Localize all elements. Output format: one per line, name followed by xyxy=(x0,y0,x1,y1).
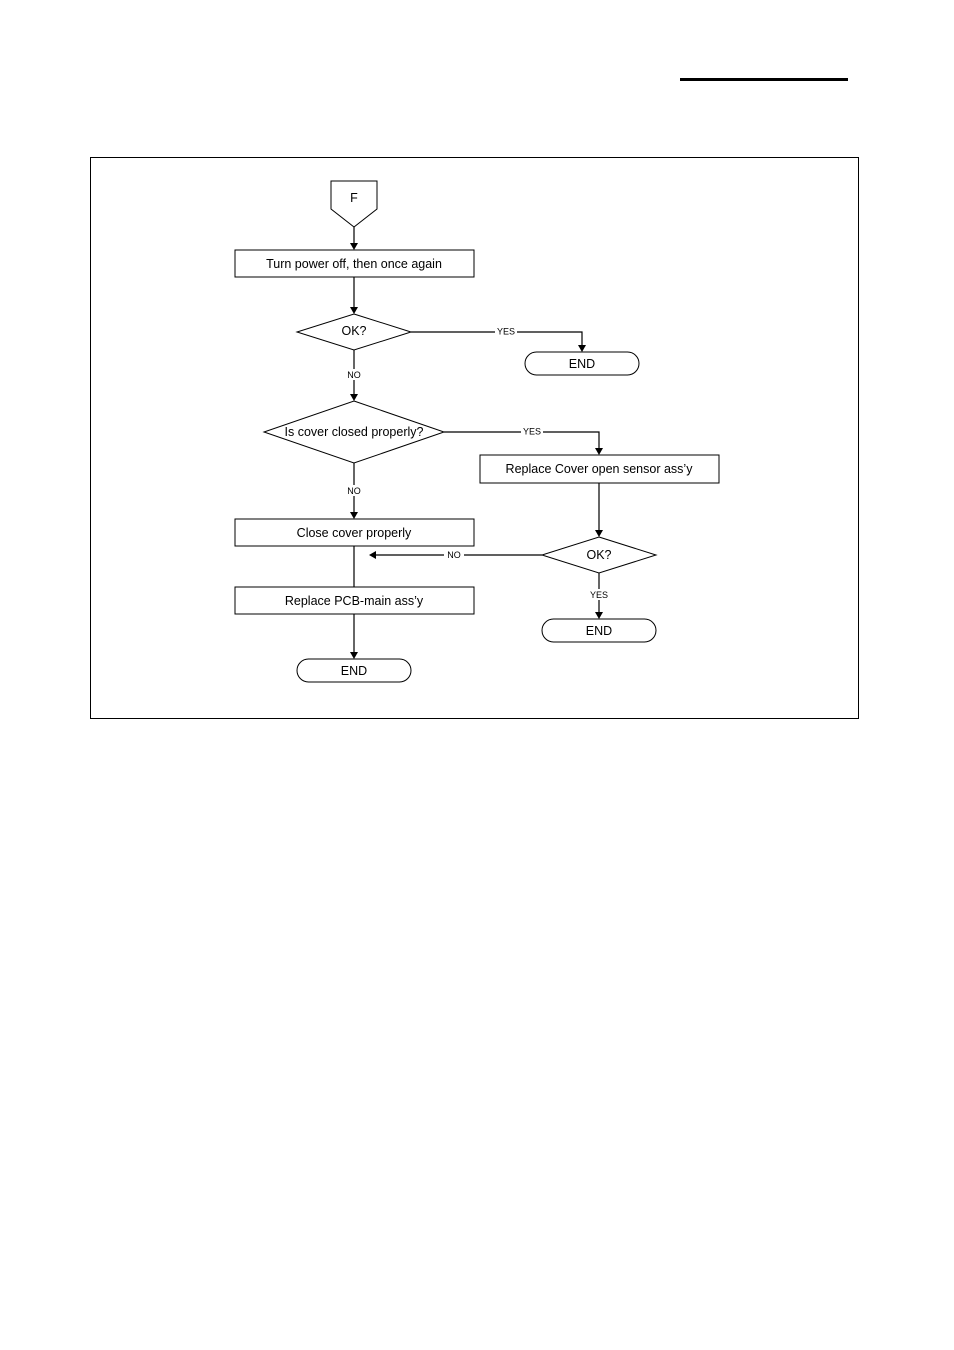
node-replace-pcb-main: Replace PCB-main ass’y xyxy=(235,587,474,614)
arrowhead xyxy=(350,307,358,314)
node-ok-2: OK? xyxy=(542,537,656,573)
node-close-cover: Close cover properly xyxy=(235,519,474,546)
arrowhead xyxy=(369,551,376,559)
arrowhead xyxy=(595,448,603,455)
edge-label-ok1-no: NO xyxy=(347,370,361,380)
process-label: Close cover properly xyxy=(297,526,412,540)
node-turn-power-off: Turn power off, then once again xyxy=(235,250,474,277)
edge-label-cover-yes: YES xyxy=(523,427,541,437)
edge-label-ok2-no: NO xyxy=(447,550,461,560)
terminator-label: END xyxy=(586,624,612,638)
node-cover-closed-question: Is cover closed properly? xyxy=(264,401,444,463)
arrowhead xyxy=(350,394,358,401)
terminator-label: END xyxy=(341,664,367,678)
decision-label: OK? xyxy=(341,324,366,338)
arrowhead xyxy=(578,345,586,352)
process-label: Replace Cover open sensor ass’y xyxy=(506,462,694,476)
arrowhead xyxy=(595,612,603,619)
node-end-2: END xyxy=(542,619,656,642)
connector-label: F xyxy=(350,191,358,205)
edge-label-cover-no: NO xyxy=(347,486,361,496)
arrowhead xyxy=(350,243,358,250)
node-ok-1: OK? xyxy=(297,314,411,350)
terminator-label: END xyxy=(569,357,595,371)
node-end-3: END xyxy=(297,659,411,682)
node-connector-f: F xyxy=(331,181,377,227)
node-end-1: END xyxy=(525,352,639,375)
decision-label: Is cover closed properly? xyxy=(285,425,424,439)
arrowhead xyxy=(350,652,358,659)
arrowhead xyxy=(350,512,358,519)
node-replace-cover-sensor: Replace Cover open sensor ass’y xyxy=(480,455,719,483)
process-label: Replace PCB-main ass’y xyxy=(285,594,424,608)
edge-label-ok2-yes: YES xyxy=(590,590,608,600)
edge-label-ok1-yes: YES xyxy=(497,327,515,337)
process-label: Turn power off, then once again xyxy=(266,257,442,271)
decision-label: OK? xyxy=(586,548,611,562)
arrowhead xyxy=(595,530,603,537)
